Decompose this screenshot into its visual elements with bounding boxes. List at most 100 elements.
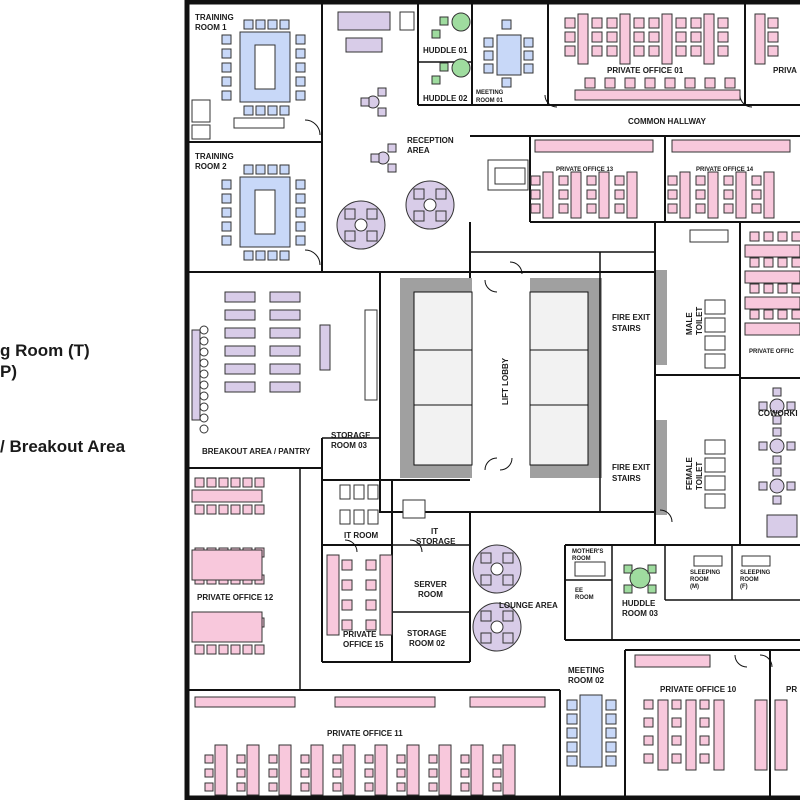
counter bbox=[364, 309, 378, 401]
desk bbox=[754, 699, 768, 771]
chair bbox=[749, 257, 760, 268]
chair bbox=[460, 768, 470, 778]
chair bbox=[194, 504, 205, 515]
chair bbox=[633, 45, 645, 57]
pantry-table bbox=[224, 309, 256, 321]
bench bbox=[766, 514, 798, 538]
chair bbox=[365, 619, 377, 631]
chair bbox=[230, 644, 241, 655]
chair bbox=[558, 175, 569, 186]
chair bbox=[236, 754, 246, 764]
chair bbox=[460, 782, 470, 792]
chair bbox=[684, 77, 696, 89]
chair bbox=[295, 90, 306, 101]
chair bbox=[648, 45, 660, 57]
chair bbox=[749, 283, 760, 294]
chair bbox=[690, 31, 702, 43]
desk bbox=[713, 699, 725, 771]
chair bbox=[364, 782, 374, 792]
pantry-table bbox=[269, 363, 301, 375]
training-table-gap bbox=[254, 189, 276, 235]
chair bbox=[439, 62, 449, 72]
chair bbox=[530, 203, 541, 214]
label-private-office-12: PRIVATE OFFICE 12 bbox=[197, 593, 274, 602]
desk-row bbox=[191, 489, 263, 503]
toilet-stall bbox=[704, 353, 726, 369]
chair bbox=[206, 504, 217, 515]
chair bbox=[377, 107, 387, 117]
chair bbox=[605, 699, 617, 711]
desk bbox=[685, 699, 697, 771]
chair bbox=[648, 31, 660, 43]
meeting-table bbox=[579, 694, 603, 768]
pantry-table bbox=[224, 381, 256, 393]
chair bbox=[586, 189, 597, 200]
label-huddle-01: HUDDLE 01 bbox=[423, 46, 468, 55]
chair bbox=[695, 203, 706, 214]
chair bbox=[777, 283, 788, 294]
chair bbox=[341, 579, 353, 591]
shelf bbox=[339, 484, 351, 500]
label-breakout-pantry: BREAKOUT AREA / PANTRY bbox=[202, 447, 311, 456]
chair bbox=[279, 19, 290, 30]
chair bbox=[717, 31, 729, 43]
desk bbox=[657, 699, 669, 771]
chair bbox=[644, 77, 656, 89]
desk-row bbox=[671, 139, 791, 153]
chair bbox=[221, 62, 232, 73]
lounge-table bbox=[423, 198, 437, 212]
chair bbox=[428, 768, 438, 778]
chair bbox=[564, 45, 576, 57]
pantry-table bbox=[224, 327, 256, 339]
chair bbox=[564, 31, 576, 43]
chair bbox=[428, 754, 438, 764]
chair bbox=[606, 17, 618, 29]
cowork-table bbox=[769, 398, 785, 414]
desk bbox=[735, 171, 747, 219]
chair bbox=[591, 17, 603, 29]
desk bbox=[246, 744, 260, 796]
chair bbox=[236, 782, 246, 792]
toilet-stall bbox=[704, 317, 726, 333]
chair bbox=[675, 31, 687, 43]
chair bbox=[332, 782, 342, 792]
chair bbox=[699, 753, 710, 764]
chair bbox=[690, 45, 702, 57]
chair bbox=[564, 17, 576, 29]
chair bbox=[751, 175, 762, 186]
chair bbox=[267, 19, 278, 30]
chair bbox=[558, 203, 569, 214]
chair bbox=[255, 164, 266, 175]
chair bbox=[758, 481, 768, 491]
stool bbox=[199, 347, 209, 357]
chair bbox=[218, 504, 229, 515]
chair bbox=[502, 610, 514, 622]
chair bbox=[772, 427, 782, 437]
chair bbox=[530, 175, 541, 186]
chair bbox=[717, 45, 729, 57]
chair bbox=[221, 193, 232, 204]
chair bbox=[435, 188, 447, 200]
chair bbox=[279, 164, 290, 175]
furniture bbox=[191, 11, 800, 796]
toilet-stall bbox=[704, 439, 726, 455]
chair bbox=[671, 699, 682, 710]
label-lounge-area: LOUNGE AREA bbox=[499, 601, 558, 610]
chair bbox=[194, 477, 205, 488]
chair bbox=[777, 257, 788, 268]
chair bbox=[791, 257, 800, 268]
chair bbox=[751, 189, 762, 200]
chair bbox=[295, 179, 306, 190]
pantry-table bbox=[269, 381, 301, 393]
chair bbox=[591, 45, 603, 57]
label-private-office-11: PRIVATE OFFICE 11 bbox=[327, 729, 403, 738]
desk bbox=[326, 554, 340, 636]
chair bbox=[643, 753, 654, 764]
chair bbox=[295, 207, 306, 218]
chair bbox=[699, 735, 710, 746]
chair bbox=[566, 713, 578, 725]
lounge-table bbox=[490, 620, 504, 634]
chair bbox=[480, 632, 492, 644]
chair bbox=[300, 768, 310, 778]
